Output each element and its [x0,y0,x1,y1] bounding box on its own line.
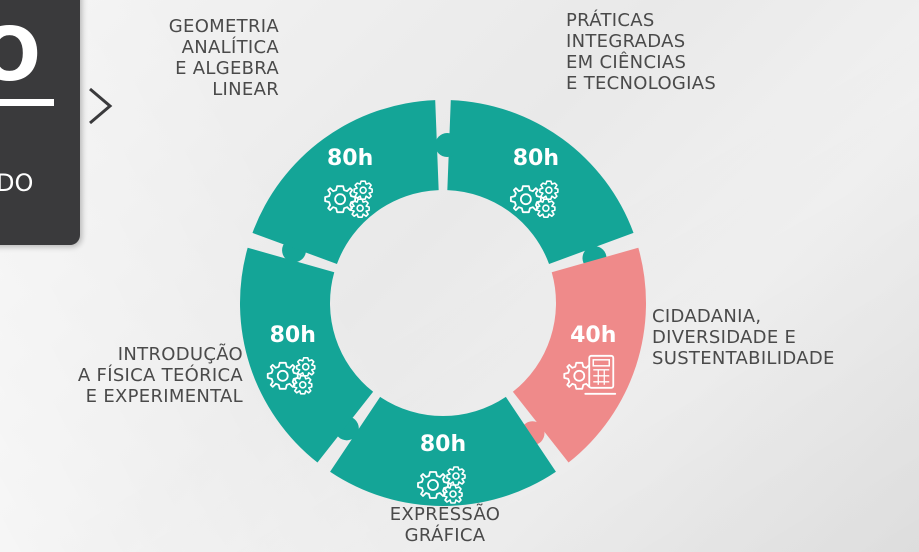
hours-introducao: 80h [327,146,373,171]
puzzle-knob-introducao [435,133,460,158]
segment-introducao [252,100,439,264]
label-introducao: INTRODUÇÃO A FÍSICA TEÓRICA E EXPERIMENT… [77,344,243,407]
hours-geometria: 80h [513,146,559,171]
panel-title-char: O [0,18,41,92]
segment-praticas [512,247,646,463]
panel-subtitle: DO [0,170,34,196]
hours-expressao: 80h [270,323,316,348]
label-geometria: GEOMETRIA ANALÍTICA E ALGEBRA LINEAR [168,16,279,100]
label-expressao: EXPRESSÃO GRÁFICA [389,504,501,546]
segment-geometria [447,100,634,264]
segment-expressao [240,247,374,463]
label-cidadania: CIDADANIA, DIVERSIDADE E SUSTENTABILIDAD… [652,306,835,369]
label-praticas: PRÁTICAS INTEGRADAS EM CIÊNCIAS E TECNOL… [566,10,717,94]
hours-cidadania: 80h [420,432,466,457]
hours-praticas: 40h [570,323,616,348]
segment-cidadania [330,396,556,507]
panel-underline [0,99,54,106]
chevron-right-icon [89,87,113,125]
title-panel [0,0,80,245]
